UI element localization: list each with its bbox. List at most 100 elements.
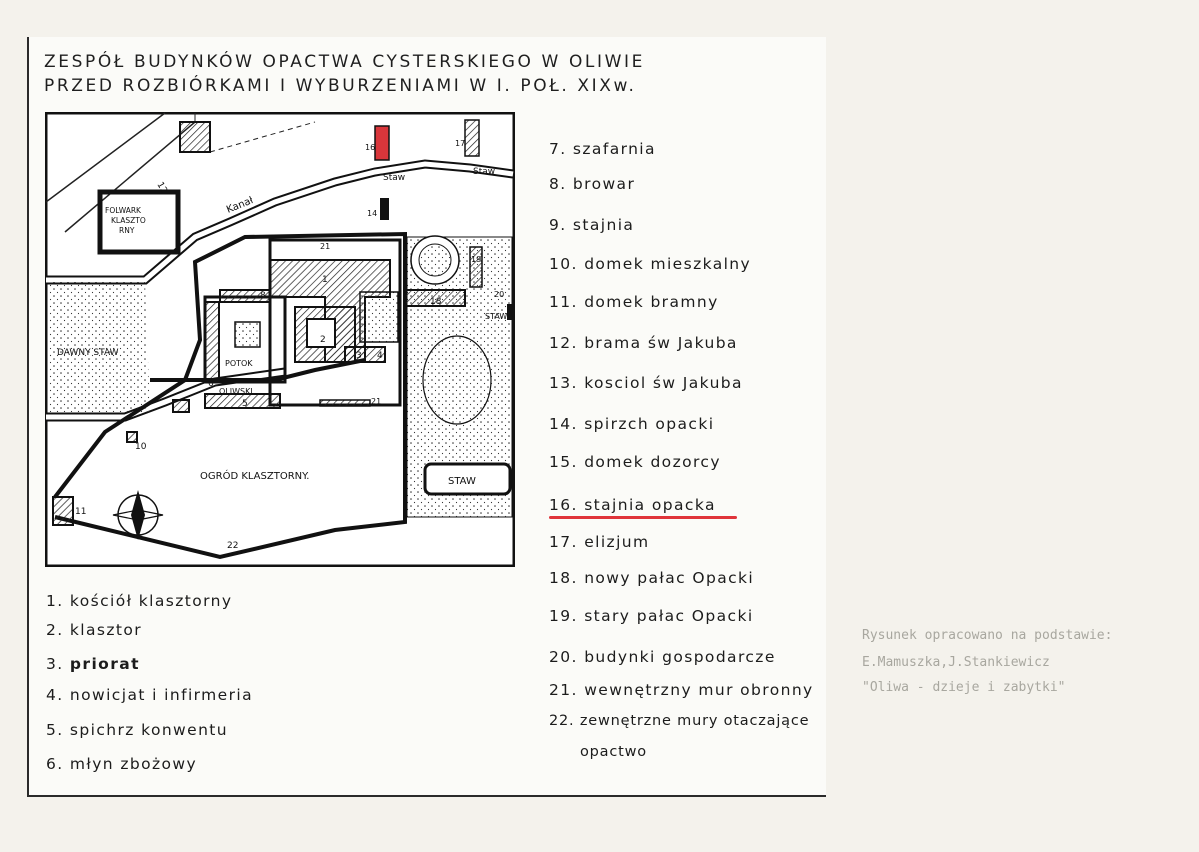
legend-text: opactwo [580,744,647,760]
legend-right-19: 19. stary pałac Opacki [549,607,754,625]
label-staw-lower: STAW [448,476,476,487]
legend-left-5: 5. spichrz konwentu [46,721,228,739]
legend-right-15: 15. domek dozorcy [549,453,721,471]
legend-text: młyn zbożowy [69,755,198,773]
legend-num: 7. [549,140,567,158]
map-num-8: 8 [260,291,266,301]
gate-11 [52,496,74,526]
spichrz-opacki-14 [380,198,389,220]
legend-text: domek bramny [584,293,719,311]
legend-num: 21. [549,681,578,699]
legend-right-11: 11. domek bramny [549,293,719,311]
legend-text: wewnętrzny mur obronny [584,681,814,699]
legend-num: 14. [549,415,578,433]
map-num-12: 12 [154,181,168,196]
legend-text: kosciol św Jakuba [584,374,743,392]
legend-left-4: 4. nowicjat i infirmeria [46,686,253,704]
legend-right-7: 7. szafarnia [549,140,656,158]
elizjum-17 [464,119,480,157]
map-title-line-2: PRZED ROZBIÓRKAMI I WYBURZENIAMI W I. PO… [44,76,637,96]
new-palace-18 [404,289,466,307]
map-num-16: 16 [365,143,375,152]
legend-num: 4. [46,686,64,704]
legend-num: 10. [549,255,578,273]
legend-text: stary pałac Opacki [584,607,754,625]
map-num-3: 3 [356,351,362,361]
folwark-building [97,189,181,255]
label-staw-small: STAW [485,312,507,321]
legend-text: elizjum [584,533,650,551]
dawny-staw-area [49,282,150,412]
legend-num: 20. [549,648,578,666]
legend-text: kościół klasztorny [69,592,233,610]
north-arrow [112,490,164,540]
spichrz-5 [204,393,281,409]
house-10 [126,431,138,443]
legend-right-16: 16. stajnia opacka [549,496,716,514]
legend-text: budynki gospodarcze [584,648,776,666]
legend-text: priorat [69,655,140,673]
legend-text: domek dozorcy [584,453,721,471]
legend-right-21: 21. wewnętrzny mur obronny [549,681,814,699]
label-staw-top: Staw [383,173,405,183]
stajnia-opacka-16 [374,125,390,161]
legend-num: 3. [46,655,64,673]
label-folwark-3: RNY [119,226,135,235]
legend-text: zewnętrzne mury otaczające [579,713,810,729]
legend-num: 22. [549,713,575,729]
legend-num: 1. [46,592,64,610]
legend-num: 18. [549,569,578,587]
legend-text: nowy pałac Opacki [584,569,755,587]
legend-text: stajnia [572,216,635,234]
right-court [359,291,399,343]
source-line-1: Rysunek opracowano na podstawie: [862,628,1113,643]
legend-num: 12. [549,334,578,352]
label-oliwski: OLIWSKI [219,387,253,396]
legend-text: spichrz konwentu [69,721,228,739]
map-num-11: 11 [75,507,86,517]
legend-num: 5. [46,721,64,739]
legend-right-18: 18. nowy pałac Opacki [549,569,754,587]
legend-right-13: 13. kosciol św Jakuba [549,374,743,392]
legend-text: domek mieszkalny [584,255,752,273]
label-folwark-2: KLASZTO [111,216,146,225]
legend-left-2: 2. klasztor [46,621,142,639]
map-title-line-1: ZESPÓŁ BUDYNKÓW OPACTWA CYSTERSKIEGO W O… [44,52,645,72]
legend-right-8: 8. browar [549,175,635,193]
legend-num: 19. [549,607,578,625]
label-potok: POTOK [225,359,253,368]
legend-num: 16. [549,496,578,514]
label-staw-right: Staw [473,167,495,177]
legend-text: spirzch opacki [584,415,715,433]
legend-text: klasztor [69,621,143,639]
monastery-map: FOLWARK KLASZTO RNY Kanał DAWNY STAW POT… [45,112,515,567]
legend-right-20: 20. budynki gospodarcze [549,648,776,666]
map-num-19: 19 [471,255,481,264]
map-num-21-bottom: 21 [371,397,381,406]
map-num-2: 2 [320,335,326,345]
legend-text: brama św Jakuba [584,334,738,352]
legend-text: browar [572,175,636,193]
legend-right-9: 9. stajnia [549,216,634,234]
legend-num: 2. [46,621,64,639]
legend-num: 17. [549,533,578,551]
legend-num: 9. [549,216,567,234]
legend-text: szafarnia [572,140,656,158]
label-folwark-1: FOLWARK [105,206,142,215]
highlight-underline [549,516,737,519]
source-line-3: "Oliwa - dzieje i zabytki" [862,680,1066,695]
map-num-14: 14 [367,209,377,218]
old-palace-19 [469,246,483,288]
legend-text: stajnia opacka [584,496,716,514]
legend-right-12: 12. brama św Jakuba [549,334,738,352]
legend-right-22: 22. zewnętrzne mury otaczające [549,713,809,729]
map-num-21-top: 21 [320,242,330,251]
legend-left-3: 3. priorat [46,655,140,673]
map-num-5: 5 [242,399,248,409]
legend-num: 8. [549,175,567,193]
legend-right-22-cont: opactwo [580,744,647,760]
legend-num: 6. [46,755,64,773]
outer-wall [53,231,407,560]
browar-8 [219,289,271,303]
legend-left-6: 6. młyn zbożowy [46,755,197,773]
